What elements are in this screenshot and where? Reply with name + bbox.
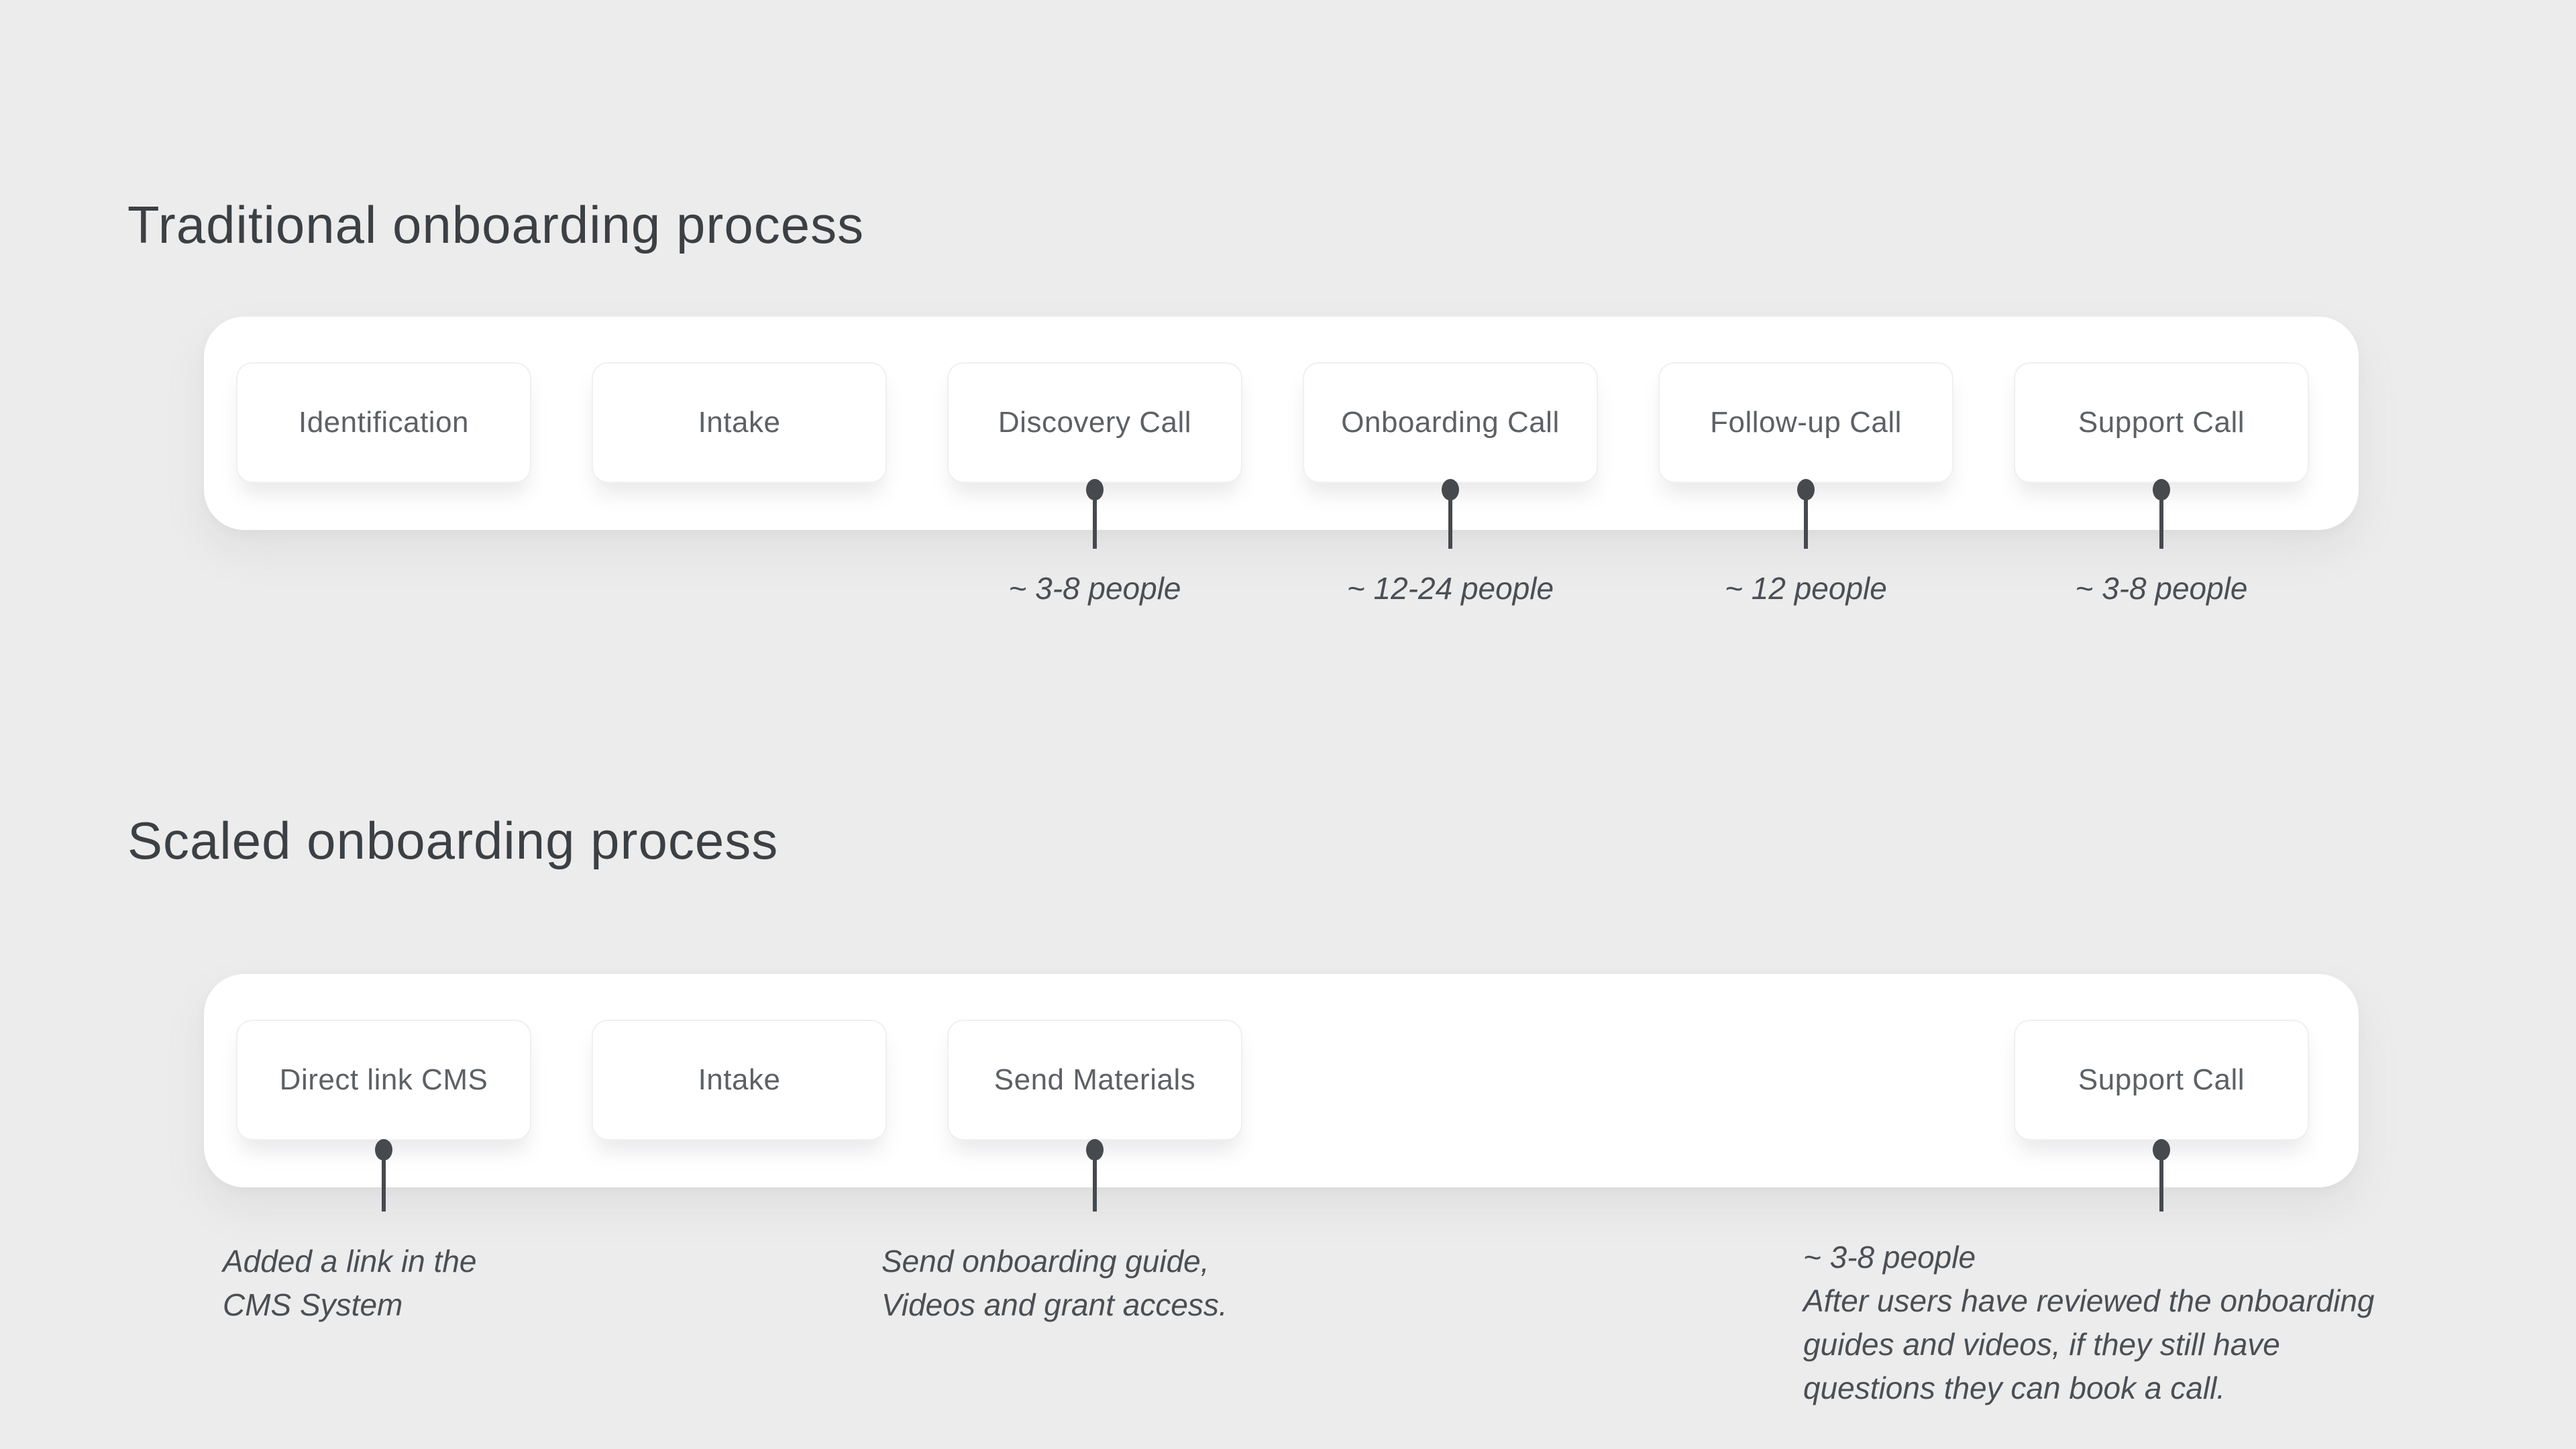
connector-pin <box>1797 479 1815 549</box>
annotation-support-call: ~ 3-8 people <box>2075 571 2248 606</box>
annotation-onboarding-call: ~ 12-24 people <box>1346 571 1554 606</box>
step-label: Follow-up Call <box>1710 406 1902 439</box>
connector-dot <box>375 1139 392 1161</box>
step-card-send-materials: Send Materials <box>947 1020 1242 1140</box>
step-card-direct-link-cms: Direct link CMS <box>236 1020 531 1140</box>
traditional-process-tray: Identification Intake Discovery Call Onb… <box>204 317 2359 530</box>
connector-dot <box>1797 479 1815 500</box>
connector-pin <box>1086 1139 1104 1212</box>
connector-pin <box>1086 479 1104 549</box>
step-card-onboarding-call: Onboarding Call <box>1303 362 1598 483</box>
connector-dot <box>1086 479 1104 500</box>
step-card-discovery-call: Discovery Call <box>947 362 1242 483</box>
annotation-send-materials: Send onboarding guide, Videos and grant … <box>881 1244 1228 1322</box>
step-label: Intake <box>698 406 781 439</box>
step-label: Send Materials <box>994 1063 1196 1096</box>
scaled-process-tray: Direct link CMS Intake Send Materials Su… <box>204 974 2359 1187</box>
step-label: Intake <box>698 1063 781 1096</box>
step-card-intake: Intake <box>592 362 887 483</box>
connector-line <box>382 1159 386 1212</box>
step-card-intake: Intake <box>592 1020 887 1140</box>
annotation-discovery-call: ~ 3-8 people <box>1008 571 1181 606</box>
step-label: Support Call <box>2078 1063 2245 1096</box>
step-card-identification: Identification <box>236 362 531 483</box>
connector-line <box>1093 1159 1097 1212</box>
section-title-scaled: Scaled onboarding process <box>127 811 779 870</box>
connector-pin <box>2153 479 2170 549</box>
connector-pin <box>2153 1139 2170 1212</box>
section-title-traditional: Traditional onboarding process <box>127 195 865 254</box>
connector-line <box>1448 499 1452 549</box>
connector-dot <box>1086 1139 1104 1161</box>
step-label: Discovery Call <box>998 406 1192 439</box>
connector-dot <box>2153 479 2170 500</box>
step-label: Support Call <box>2078 406 2245 439</box>
step-card-support-call: Support Call <box>2014 362 2309 483</box>
connector-pin <box>375 1139 392 1212</box>
step-card-support-call: Support Call <box>2014 1020 2309 1140</box>
connector-dot <box>2153 1139 2170 1161</box>
step-card-follow-up-call: Follow-up Call <box>1658 362 1953 483</box>
annotation-follow-up-call: ~ 12 people <box>1725 571 1887 606</box>
annotation-direct-link-cms: Added a link in the CMS System <box>223 1244 477 1322</box>
annotation-support-call: ~ 3-8 people After users have reviewed t… <box>1803 1240 2375 1405</box>
connector-line <box>1804 499 1808 549</box>
connector-line <box>2159 1159 2163 1212</box>
step-label: Onboarding Call <box>1341 406 1560 439</box>
connector-pin <box>1442 479 1459 549</box>
connector-dot <box>1442 479 1459 500</box>
connector-line <box>2159 499 2163 549</box>
step-label: Direct link CMS <box>279 1063 488 1096</box>
connector-line <box>1093 499 1097 549</box>
step-label: Identification <box>298 406 470 439</box>
